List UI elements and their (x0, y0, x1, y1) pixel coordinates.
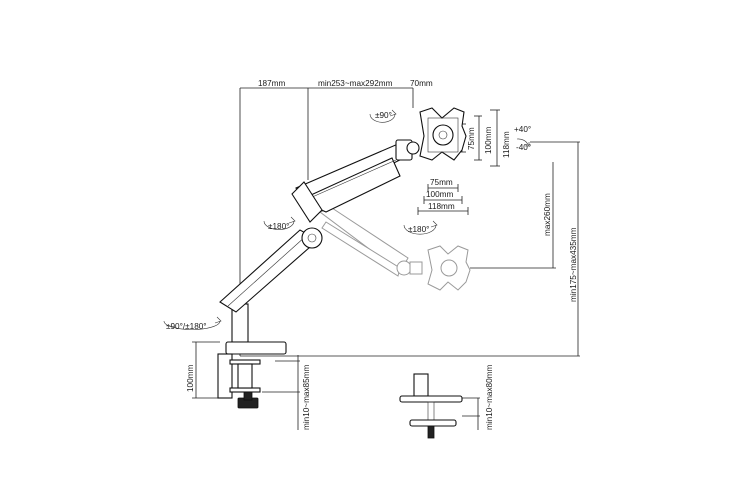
dim-top-mid: min253~max292mm (318, 79, 393, 88)
rotation-swivel-head: ±180° (408, 225, 429, 234)
dim-vesa-mid-w: 100mm (426, 190, 453, 199)
dim-clamp-range: min10~max85mm (302, 365, 311, 430)
dim-top-right: 70mm (410, 79, 433, 88)
grommet-mount (399, 373, 463, 439)
arm-lowered-position (318, 207, 423, 277)
rotate-arrow-icon (163, 316, 222, 330)
desk-clamp (217, 341, 287, 409)
dim-vesa-inner-w: 75mm (430, 178, 453, 187)
vesa-plate-lowered (427, 245, 471, 291)
dim-vesa-outer-h: 118mm (502, 131, 511, 158)
rotate-arrow-icon (263, 216, 296, 230)
vesa-plate (419, 107, 467, 161)
dim-arm-drop: max260mm (543, 193, 552, 236)
rotation-swivel-arm: ±180° (268, 222, 289, 231)
dim-clamp-height: 100mm (186, 365, 195, 392)
dim-total-height: min175~max435mm (569, 227, 578, 302)
dim-grommet-range: min10~max80mm (485, 365, 494, 430)
rotation-tilt-down: -40° (516, 143, 531, 152)
dim-vesa-inner-h: 75mm (467, 127, 476, 150)
rotation-tilt-up: +40° (514, 125, 531, 134)
rotate-arrow-icon (403, 220, 438, 235)
dim-vesa-mid-h: 100mm (484, 127, 493, 154)
rotate-arrow-icon (516, 138, 530, 147)
rotate-arrow-icon (369, 109, 397, 123)
monitor-arm (219, 139, 420, 343)
rotation-screen: ±90° (375, 111, 392, 120)
rotation-base: ±90°/±180° (166, 322, 207, 331)
dim-vesa-outer-w: 118mm (428, 202, 455, 211)
dim-top-left: 187mm (258, 79, 285, 88)
dimension-lines (192, 87, 580, 430)
